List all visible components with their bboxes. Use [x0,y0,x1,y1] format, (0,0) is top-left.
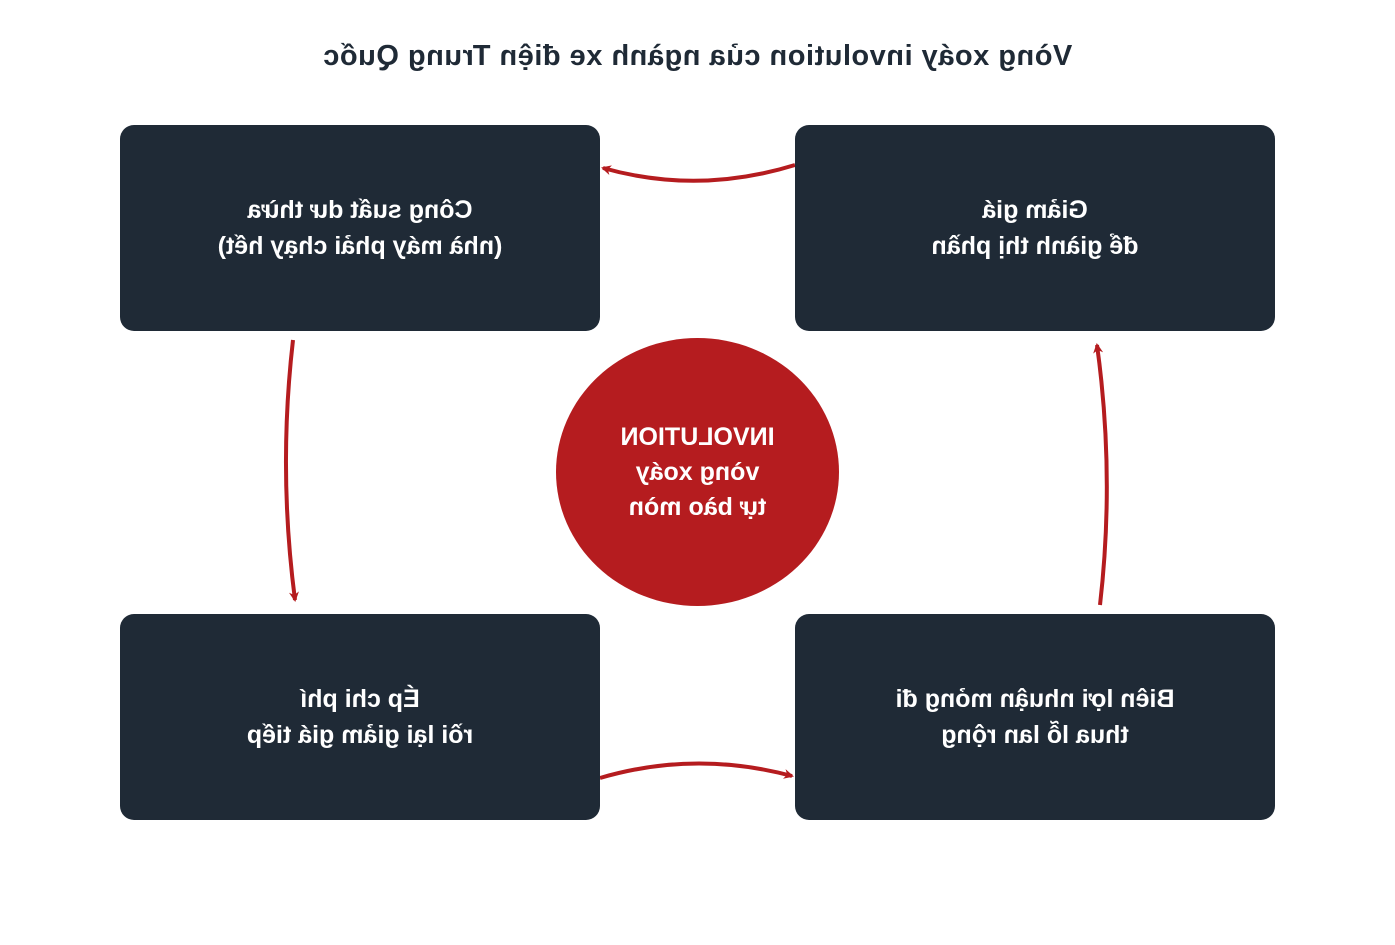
center-line: vòng xoáy [635,457,760,486]
step-box-thin-margins: Biên lợi nhuận mỏng đi thua lỗ lan rộng [795,614,1275,820]
arrow-step2-to-step3 [283,339,299,602]
step-box-cost-squeeze: Ép chi phí rồi lại giảm giá tiếp [120,614,600,820]
arrow-step4-to-step1 [1093,343,1109,606]
step-box-line: Ép chi phí [300,685,420,713]
step-box-line: thua lỗ lan rộng [941,721,1129,749]
arrow-step3-to-step4 [599,761,794,780]
center-line: INVOLUTION [620,422,775,451]
arrow-step1-to-step2 [601,163,796,183]
step-box-line: rồi lại giảm giá tiếp [246,721,474,749]
step-box-line: Biên lợi nhuận mỏng đi [895,685,1175,713]
center-circle-involution: INVOLUTION vòng xoáy tự bào mòn [556,338,839,606]
center-line: tự bào mòn [628,492,767,521]
step-box-line: (nhà máy phải chạy hết) [217,232,503,260]
step-box-line: Công suất dư thừa [247,196,473,224]
step-box-line: Giảm giá [982,196,1088,224]
step-box-price-cut: Giảm giá để giành thị phần [795,125,1275,331]
step-box-line: để giành thị phần [931,232,1139,260]
step-box-overcapacity: Công suất dư thừa (nhà máy phải chạy hết… [120,125,600,331]
